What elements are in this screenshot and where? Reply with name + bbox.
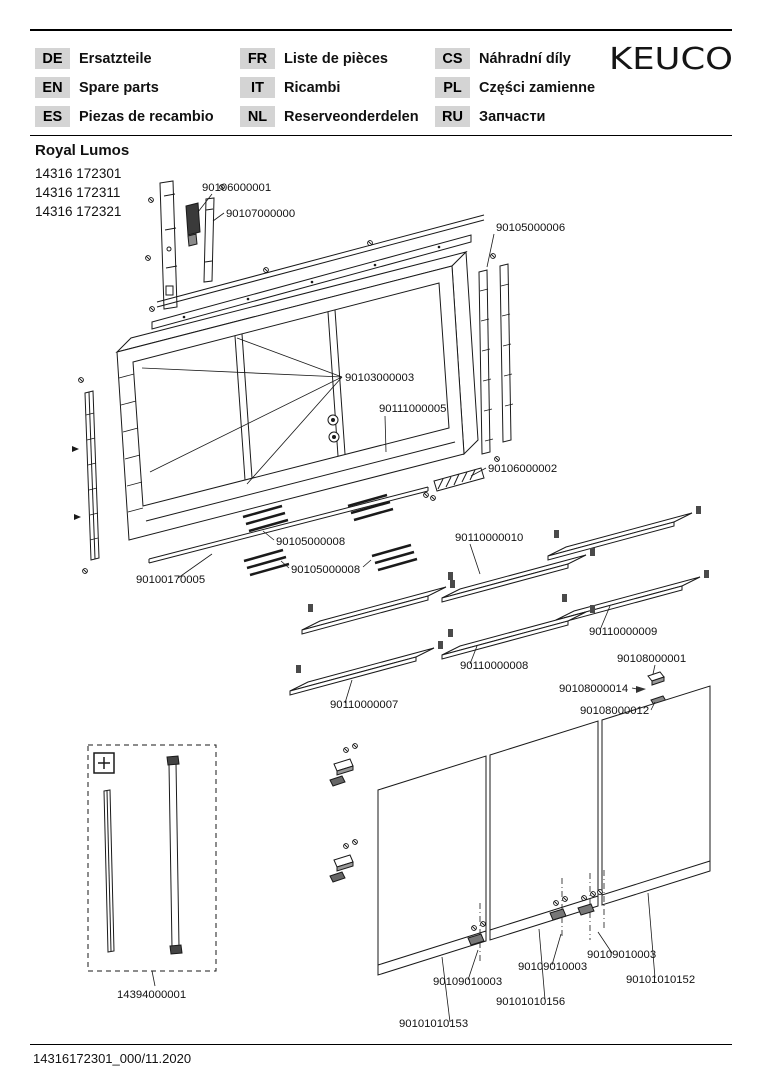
language-label-nl: Reserveonderdelen <box>284 108 419 125</box>
part-label-90108000014: 90108000014 <box>559 683 628 695</box>
part-label-90110000009: 90110000009 <box>589 626 657 638</box>
part-label-14394000001: 14394000001 <box>117 989 186 1001</box>
keuco-logo-text: KEUCO <box>609 42 733 76</box>
terminal-strip-part <box>423 467 485 501</box>
language-badge-de: DE <box>35 48 70 69</box>
model-number: 14316 172301 <box>35 166 122 181</box>
door-mount-part <box>467 870 605 962</box>
language-label-cs: Náhradní díly <box>479 50 571 67</box>
left-side-profile-part <box>72 377 100 574</box>
language-row-cs: CS Náhradní díly <box>435 48 571 69</box>
led-rod-cluster <box>242 493 418 577</box>
language-badge-ru: RU <box>435 106 470 127</box>
language-badge-es: ES <box>35 106 70 127</box>
header-divider-line <box>30 135 732 136</box>
leader-lines <box>141 193 656 1023</box>
door-hinge-part <box>329 743 358 883</box>
part-label-90105000008-a: 90105000008 <box>276 536 345 548</box>
part-label-90110000007: 90110000007 <box>330 699 398 711</box>
language-row-es: ES Piezas de recambio <box>35 106 214 127</box>
model-number: 14316 172321 <box>35 204 122 219</box>
language-badge-fr: FR <box>240 48 275 69</box>
part-label-90110000008: 90110000008 <box>460 660 528 672</box>
language-row-fr: FR Liste de pièces <box>240 48 388 69</box>
language-row-pl: PL Części zamienne <box>435 77 595 98</box>
language-label-it: Ricambi <box>284 79 341 96</box>
model-number: 14316 172311 <box>35 185 121 200</box>
language-badge-nl: NL <box>240 106 275 127</box>
hinge-rail-part <box>159 180 215 310</box>
part-label-90111000005: 90111000005 <box>379 403 446 415</box>
part-label-90105000008-b: 90105000008 <box>291 564 360 576</box>
plus-icon <box>93 752 115 774</box>
part-label-90100170005: 90100170005 <box>136 574 205 586</box>
language-label-es: Piezas de recambio <box>79 108 214 125</box>
language-badge-it: IT <box>240 77 275 98</box>
language-row-it: IT Ricambi <box>240 77 340 98</box>
part-label-90108000012: 90108000012 <box>580 705 649 717</box>
cabinet-body <box>115 250 479 541</box>
part-label-90106000001: 90106000001 <box>202 182 271 194</box>
part-label-90101010152: 90101010152 <box>626 974 695 986</box>
part-label-90105000006: 90105000006 <box>496 222 565 234</box>
language-badge-cs: CS <box>435 48 470 69</box>
top-light-profile-part <box>151 214 485 330</box>
language-label-ru: Запчасти <box>479 108 546 125</box>
language-badge-pl: PL <box>435 77 470 98</box>
part-label-90109010003-b: 90109010003 <box>518 961 587 973</box>
part-label-90109010003-c: 90109010003 <box>587 949 656 961</box>
language-label-pl: Części zamienne <box>479 79 596 96</box>
fitting-bracket-part <box>636 671 667 706</box>
top-divider-line <box>30 29 732 31</box>
language-row-ru: RU Запчасти <box>435 106 545 127</box>
mirror-door-panel <box>377 685 711 976</box>
part-label-90107000000: 90107000000 <box>226 208 295 220</box>
right-side-profiles-part <box>478 253 514 462</box>
part-label-90101010153: 90101010153 <box>399 1018 468 1030</box>
glass-shelf <box>289 506 709 696</box>
accessory-kit-part <box>87 744 217 972</box>
language-row-en: EN Spare parts <box>35 77 159 98</box>
language-label-fr: Liste de pièces <box>284 50 388 67</box>
footer-divider-line <box>30 1044 732 1045</box>
part-label-90108000001: 90108000001 <box>617 653 686 665</box>
part-label-90106000002: 90106000002 <box>488 463 557 475</box>
part-label-90109010003-a: 90109010003 <box>433 976 502 988</box>
part-label-90101010156: 90101010156 <box>496 996 565 1008</box>
keuco-logo: KEUCO <box>608 42 736 81</box>
document-reference: 14316172301_000/11.2020 <box>33 1051 192 1066</box>
part-label-90103000003: 90103000003 <box>345 372 414 384</box>
language-label-de: Ersatzteile <box>79 50 152 67</box>
shelf-clip-part <box>296 506 709 673</box>
bottom-rail-part <box>148 486 429 564</box>
part-label-90110000010: 90110000010 <box>455 532 523 544</box>
language-badge-en: EN <box>35 77 70 98</box>
language-row-de: DE Ersatzteile <box>35 48 152 69</box>
product-name: Royal Lumos <box>35 142 130 159</box>
product-block: Royal Lumos 14316 172301 14316 172311 14… <box>35 142 129 221</box>
language-label-en: Spare parts <box>79 79 159 96</box>
language-row-nl: NL Reserveonderdelen <box>240 106 419 127</box>
